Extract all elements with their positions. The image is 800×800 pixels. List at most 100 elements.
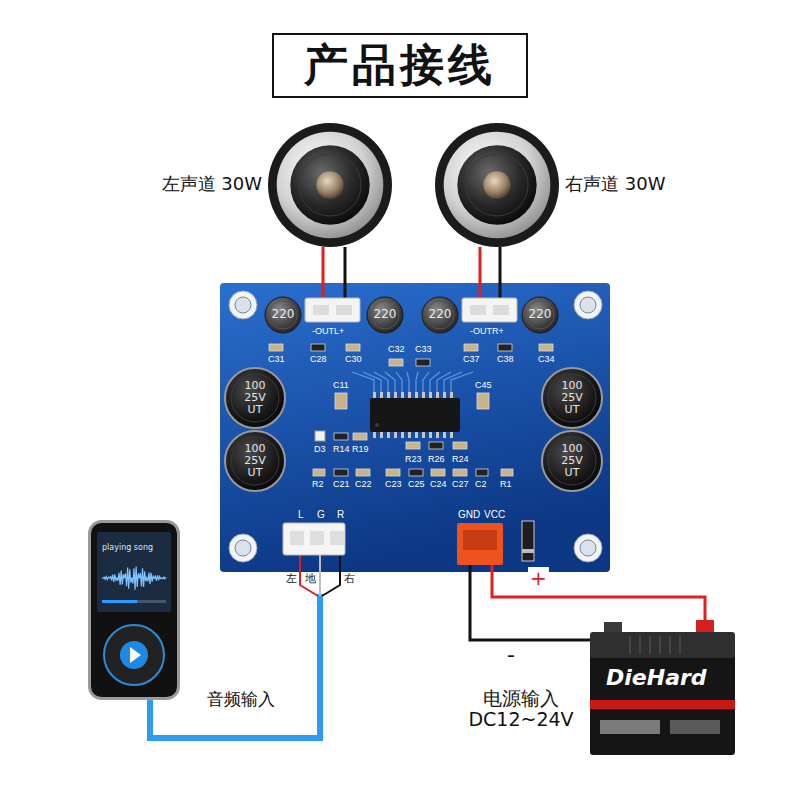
connector-slot [310,531,324,545]
smd-component [334,433,348,440]
silkscreen-label: R14 [333,445,350,455]
power-input-label: 电源输入 DC12~24V [462,688,580,730]
lid-ridge [679,636,681,654]
battery-stripe [590,700,735,709]
silkscreen-label: R23 [405,455,422,465]
black-speaker-wire [344,247,347,283]
lid-ridge [659,636,661,654]
connector-slot [493,305,509,315]
red-wire-stub [322,283,325,298]
silkscreen-label: C38 [497,355,514,365]
silkscreen-label: C33 [415,345,432,355]
smd-component [416,359,430,366]
electrolytic-capacitor: 100 25V UT [542,431,602,491]
smd-component [498,344,512,351]
car-battery: DieHard电源输入 DC12~24V [590,620,735,755]
smd-component [311,344,325,351]
silkscreen-label: R [337,509,344,520]
right-speaker-shape [435,123,559,247]
chip-pin [373,432,376,438]
channel-label: 左声道 30W [162,174,262,194]
screen-text: playing song [102,544,153,553]
title-box: 产品接线 [272,33,528,98]
smd-component [464,344,478,351]
mounting-hole [580,297,596,313]
chip-pin [450,392,453,398]
speaker-cone [290,145,369,224]
connector-slot [330,531,344,545]
left-speaker-shape [268,123,392,247]
inductor: 220 [522,297,558,333]
pcb-trace [407,372,409,392]
smd-component [429,442,443,449]
silkscreen-label: C34 [538,355,555,365]
pcb-trace [374,372,388,392]
smd-component [476,469,488,476]
play-icon [130,647,141,663]
pcb-trace [423,372,429,392]
silkscreen-label: R1 [500,480,512,490]
smd-component [389,359,403,366]
pcb-trace [430,372,440,392]
left-speaker: 左声道 30W [268,123,392,247]
mounting-hole-pad [574,534,602,562]
chip-pin [422,432,425,438]
chip-pin [429,432,432,438]
silkscreen-label: VCC [484,509,505,520]
battery-lid [590,632,735,658]
smd-component [477,393,489,409]
red-speaker-wire [322,247,325,283]
led-d3 [315,431,325,441]
smd-component [313,469,325,476]
pcb-board [220,283,610,572]
speaker-cone-ring [299,154,361,216]
inductor-ring [371,301,399,329]
red-wire-stub [479,283,482,298]
chip-pin [415,432,418,438]
power-connector-inner [463,530,497,550]
mounting-hole [580,540,596,556]
chip-pin [380,432,383,438]
silkscreen-label: C28 [310,355,327,365]
chip-pin [373,392,376,398]
speaker-surround [277,132,384,239]
smd-component [269,344,283,351]
silkscreen-label: R19 [352,445,369,455]
inductor-body [367,297,403,333]
positive-power-wire [492,572,705,620]
right-signal-wire [322,572,340,596]
speaker-cone-ring [466,154,528,216]
silkscreen-label: C31 [268,355,285,365]
electrolytic-capacitor: 100 25V UT [542,368,602,428]
capacitor-rating: 100 25V UT [557,443,587,479]
silkscreen-label: C25 [408,480,425,490]
black-wire-stub [499,283,502,298]
speaker-dome [316,171,343,198]
smd-component [335,393,347,409]
chip-pin [380,392,383,398]
chip-pin [450,432,453,438]
silkscreen-label: R2 [312,480,324,490]
progress-track [102,600,166,603]
chip-pin [394,392,397,398]
silkscreen-label: C22 [355,480,372,490]
output-connector [462,298,517,322]
player-screen [97,532,171,612]
diode [522,521,534,561]
pcb-trace [396,372,402,392]
capacitor-rating: 100 25V UT [240,443,270,479]
speaker-frame [268,123,392,247]
inductor: 220 [265,297,301,333]
inductor-body [265,297,301,333]
smd-component [346,344,360,351]
connector-slot [313,305,329,315]
diode-band [522,549,534,553]
silkscreen-label: L [298,509,304,520]
play-button [120,641,148,669]
smd-component [431,469,445,476]
inductor-body [522,297,558,333]
right-speaker: 右声道 30W [435,123,559,247]
inductor-body [422,297,458,333]
battery-terminal-positive [696,620,714,634]
